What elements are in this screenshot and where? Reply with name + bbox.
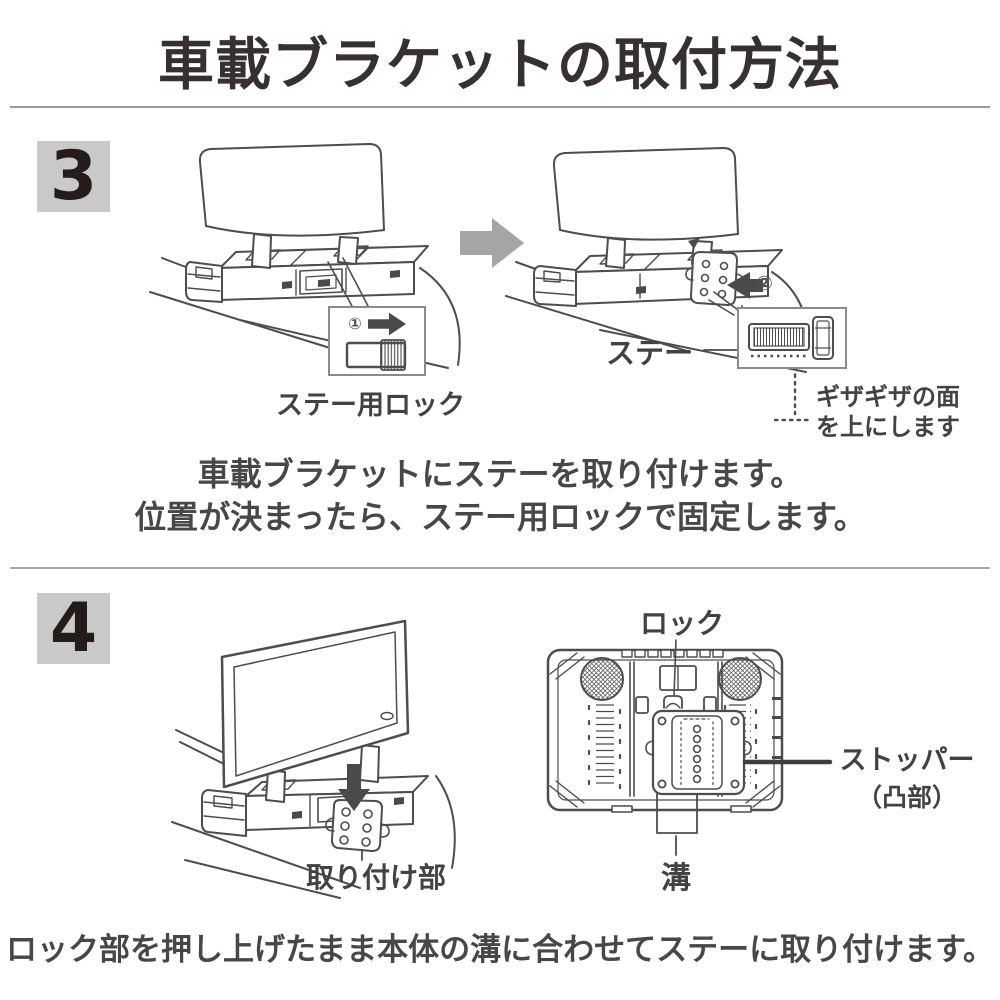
push-arrow-icon — [727, 272, 763, 299]
step3-caption-line2: 位置が決まったら、ステー用ロックで固定します。 — [134, 498, 866, 536]
step4-number: 4 — [49, 588, 98, 668]
title-divider — [10, 106, 990, 108]
mount-part-label: 取り付け部 — [306, 861, 447, 894]
step4-illustration — [171, 619, 833, 899]
step3-left-headrest-bracket — [149, 143, 461, 369]
step3-badge: 3 — [37, 141, 110, 212]
step3-right-headrest-bracket — [505, 147, 812, 422]
groove-label: 溝 — [661, 861, 691, 896]
step-marker-2: ② — [756, 271, 773, 295]
step3-number: 3 — [49, 136, 98, 216]
step4-caption: ロック部を押し上げたまま本体の溝に合わせてステーに取り付けます。 — [6, 932, 994, 968]
stopper-label: ストッパー （凸部） — [828, 742, 986, 816]
serrated-note: ギザギザの面 を上にします — [816, 382, 960, 442]
serrated-note-line2: を上にします — [816, 413, 960, 441]
step3-illustration — [149, 143, 812, 422]
stopper-label-line2: （凸部） — [856, 783, 957, 812]
serrated-note-line1: ギザギザの面 — [816, 383, 960, 411]
step4-badge: 4 — [37, 593, 110, 664]
serrated-stay-icon — [748, 316, 834, 360]
page-title: 車載ブラケットの取付方法 — [158, 33, 842, 98]
stay-lock-callout: ① — [328, 306, 426, 376]
step-marker-1: ① — [348, 314, 362, 333]
serrated-stay-callout — [737, 307, 847, 369]
insert-down-arrow-icon — [338, 764, 370, 811]
next-step-arrow-icon — [460, 218, 524, 268]
step4-left-monitor-on-bracket — [171, 619, 456, 899]
stopper-label-line1: ストッパー — [839, 745, 975, 776]
lock-slider-icon — [345, 338, 407, 371]
lock-label: ロック — [640, 607, 725, 640]
step3-caption-line1: 車載ブラケットにステーを取り付けます。 — [197, 455, 803, 493]
stay-lock-label: ステー用ロック — [276, 390, 465, 421]
step4-monitor-back-view — [546, 639, 833, 856]
stay-label: ステー — [606, 336, 694, 370]
section-divider — [10, 567, 990, 569]
slide-right-arrow-icon — [367, 312, 406, 335]
